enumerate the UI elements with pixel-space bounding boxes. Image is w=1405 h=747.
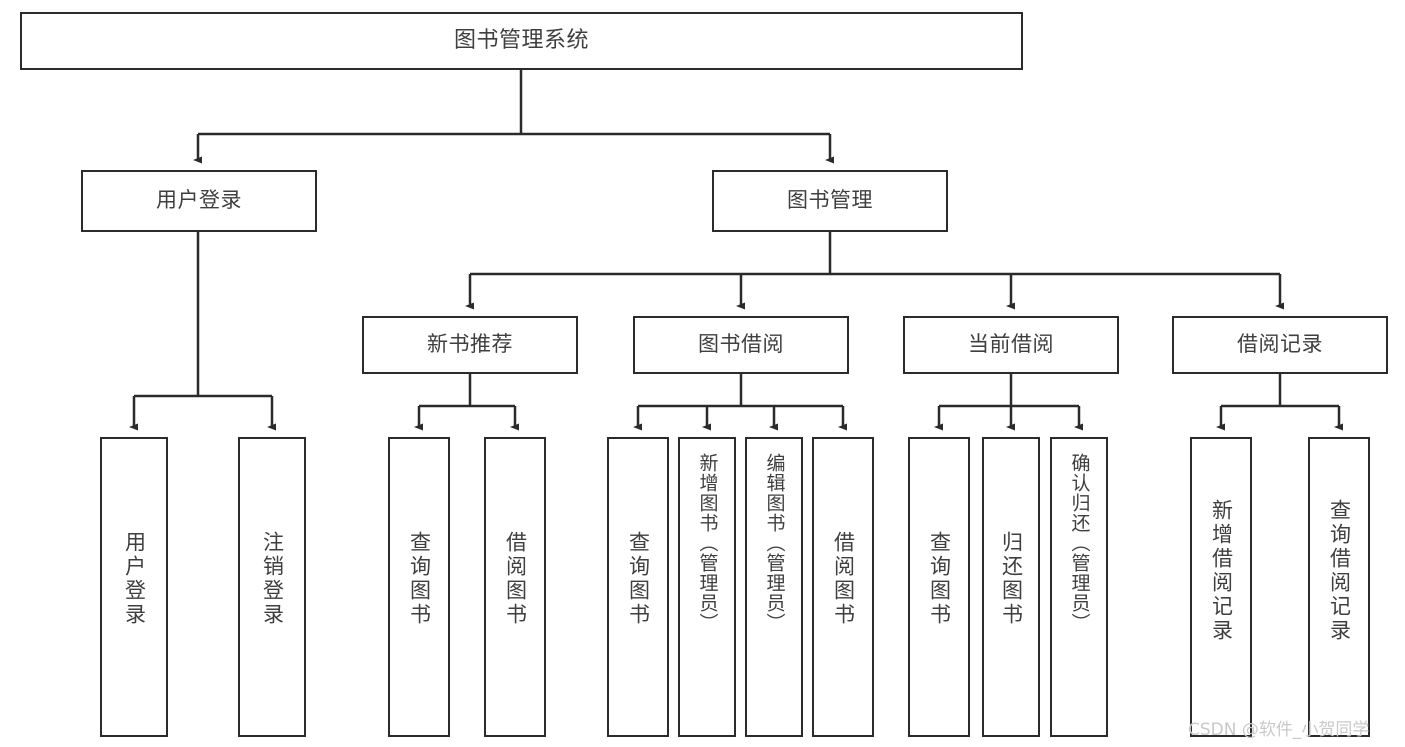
node-book-borrow[interactable]: 图书借阅 — [633, 316, 849, 374]
node-leaf-query-book-1[interactable]: 查询图书 — [388, 437, 450, 737]
node-label: 借阅记录 — [1237, 332, 1323, 357]
node-label: 新书推荐 — [427, 332, 513, 357]
node-label: 新增图书（管理员） — [696, 453, 719, 633]
node-label: 借阅图书 — [831, 531, 856, 627]
node-book-manage[interactable]: 图书管理 — [712, 170, 948, 232]
edge-paths — [129, 70, 1343, 431]
node-borrow-record[interactable]: 借阅记录 — [1172, 316, 1388, 374]
node-root[interactable]: 图书管理系统 — [20, 12, 1023, 70]
node-label: 编辑图书（管理员） — [763, 453, 786, 633]
node-user-login[interactable]: 用户登录 — [81, 170, 317, 232]
node-leaf-return-book[interactable]: 归还图书 — [982, 437, 1040, 737]
node-label: 查询图书 — [407, 531, 432, 627]
node-new-book-recommend[interactable]: 新书推荐 — [362, 316, 578, 374]
node-leaf-user-logout[interactable]: 注销登录 — [238, 437, 306, 737]
node-label: 借阅图书 — [503, 531, 528, 627]
node-leaf-add-record[interactable]: 新增借阅记录 — [1190, 437, 1252, 737]
node-leaf-query-book-3[interactable]: 查询图书 — [908, 437, 970, 737]
node-label: 确认归还（管理员） — [1068, 453, 1091, 633]
node-leaf-query-record[interactable]: 查询借阅记录 — [1308, 437, 1370, 737]
watermark-text: CSDN @软件_小贺同学 — [1188, 720, 1370, 740]
node-label: 图书管理系统 — [453, 27, 589, 53]
node-label: 注销登录 — [260, 531, 285, 627]
node-leaf-borrow-book-2[interactable]: 借阅图书 — [812, 437, 874, 737]
node-leaf-borrow-book-1[interactable]: 借阅图书 — [484, 437, 546, 737]
node-label: 新增借阅记录 — [1209, 499, 1234, 643]
node-label: 用户登录 — [156, 188, 242, 213]
node-label: 查询图书 — [927, 531, 952, 627]
node-leaf-edit-book[interactable]: 编辑图书（管理员） — [745, 437, 803, 737]
node-label: 查询图书 — [626, 531, 651, 627]
node-label: 用户登录 — [122, 531, 147, 627]
node-label: 查询借阅记录 — [1327, 499, 1352, 643]
node-current-borrow[interactable]: 当前借阅 — [903, 316, 1119, 374]
node-leaf-add-book[interactable]: 新增图书（管理员） — [678, 437, 736, 737]
node-leaf-confirm-return[interactable]: 确认归还（管理员） — [1050, 437, 1108, 737]
node-label: 归还图书 — [999, 531, 1024, 627]
node-leaf-user-login[interactable]: 用户登录 — [100, 437, 168, 737]
node-leaf-query-book-2[interactable]: 查询图书 — [607, 437, 669, 737]
node-label: 图书管理 — [787, 188, 873, 213]
node-label: 图书借阅 — [698, 332, 784, 357]
node-label: 当前借阅 — [968, 332, 1054, 357]
